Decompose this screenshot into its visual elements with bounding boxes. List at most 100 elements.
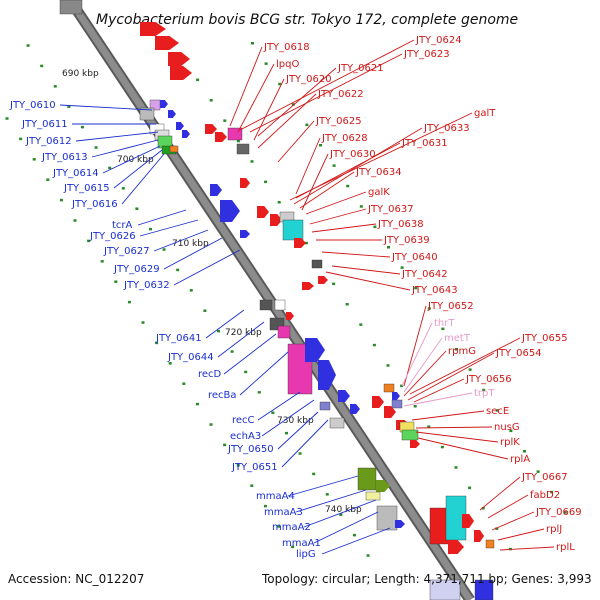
- gene-box: [383, 383, 395, 393]
- tick-dot-3: [305, 123, 309, 127]
- leader-line-left: [239, 351, 289, 396]
- tick-dot-3: [563, 511, 567, 514]
- gene-box: [319, 401, 331, 411]
- right-gene-label: JTY_0624: [415, 35, 462, 46]
- gene-arrow: [372, 396, 384, 408]
- gene-arrow: [257, 206, 269, 218]
- tick-dot-1: [298, 452, 302, 455]
- right-gene-label: JTY_0633: [423, 123, 470, 134]
- right-gene-label: JTY_0642: [401, 269, 448, 280]
- kbp-label: 730 kbp: [277, 416, 314, 426]
- leader-line-left: [163, 237, 223, 270]
- tick-dot-1: [352, 533, 356, 537]
- tick-dot-1: [176, 268, 180, 272]
- tick-dot-0: [182, 382, 186, 385]
- left-gene-label: JTY_0632: [123, 280, 170, 291]
- tick-dot-2: [250, 160, 254, 163]
- leader-line-left: [223, 333, 277, 375]
- leader-line-right: [249, 53, 403, 133]
- gene-arrow: [318, 276, 328, 284]
- tick-dot-3: [373, 225, 377, 229]
- tick-dot-3: [509, 429, 513, 433]
- leader-line-right: [487, 494, 529, 519]
- tick-dot-1: [244, 370, 248, 374]
- leader-line-left: [287, 475, 359, 497]
- right-gene-label: JTY_0654: [495, 348, 542, 359]
- tick-dot-3: [291, 103, 295, 106]
- leader-line-left: [113, 149, 163, 189]
- tick-dot-1: [94, 146, 98, 149]
- gene-box: [429, 579, 461, 600]
- left-gene-label: mmaA4: [256, 491, 295, 502]
- topology-text: Topology: circular; Length: 4,371,711 bp…: [262, 572, 592, 586]
- tick-dot-2: [400, 384, 404, 388]
- left-gene-label: tcrA: [112, 220, 133, 231]
- gene-box: [357, 467, 377, 491]
- gene-arrow: [215, 132, 227, 142]
- right-gene-label: thrT: [434, 318, 455, 329]
- tick-dot-2: [413, 405, 417, 408]
- tick-dot-2: [277, 201, 281, 204]
- leader-line-left: [59, 104, 153, 111]
- leader-line-right: [411, 410, 485, 421]
- right-gene-label: JTY_0669: [535, 507, 582, 518]
- leader-line-left: [173, 249, 241, 286]
- gene-arrow: [305, 338, 325, 362]
- leader-line-right: [401, 322, 433, 387]
- tick-dot-0: [250, 484, 254, 487]
- leader-line-left: [217, 321, 265, 358]
- leader-line-left: [261, 399, 315, 437]
- gene-arrow: [205, 124, 217, 134]
- tick-dot-3: [468, 368, 472, 371]
- right-gene-label: JTY_0655: [521, 333, 568, 344]
- right-gene-label: JTY_0620: [285, 74, 332, 85]
- leader-line-left: [277, 411, 319, 450]
- tick-dot-3: [278, 82, 282, 86]
- right-gene-label: rplA: [510, 454, 530, 465]
- leader-line-right: [407, 352, 495, 401]
- kbp-label: 690 kbp: [62, 69, 99, 79]
- gene-box: [236, 143, 250, 155]
- gene-box: [485, 539, 495, 549]
- left-gene-label: JTY_0629: [113, 264, 160, 275]
- gene-arrow: [286, 312, 294, 320]
- gene-arrow: [384, 406, 396, 418]
- tick-dot-2: [209, 99, 213, 102]
- tick-dot-2: [372, 343, 376, 347]
- gene-arrow: [376, 480, 390, 492]
- left-gene-label: lipG: [296, 549, 316, 560]
- tick-dot-0: [141, 321, 145, 324]
- tick-dot-3: [400, 266, 404, 269]
- left-gene-label: JTY_0610: [9, 100, 56, 111]
- left-gene-label: JTY_0611: [21, 119, 68, 130]
- tick-dot-3: [495, 409, 499, 412]
- leader-line-right: [325, 271, 411, 291]
- tick-dot-0: [127, 300, 131, 304]
- right-gene-label: JTY_0628: [321, 133, 368, 144]
- right-gene-label: JTY_0638: [377, 219, 424, 230]
- gene-box: [169, 145, 179, 153]
- tick-dot-1: [80, 125, 84, 129]
- tick-dot-2: [495, 527, 499, 530]
- tick-dot-0: [195, 402, 199, 406]
- left-gene-label: echA3: [230, 431, 261, 442]
- tick-dot-1: [203, 309, 207, 312]
- tick-dot-1: [148, 227, 152, 231]
- leader-line-right: [257, 93, 317, 149]
- tick-dot-1: [230, 350, 234, 353]
- tick-dot-0: [155, 341, 159, 345]
- tick-dot-1: [162, 248, 166, 251]
- tick-dot-3: [332, 164, 336, 167]
- tick-dot-0: [291, 545, 295, 549]
- left-gene-label: JTY_0615: [63, 183, 110, 194]
- leader-line-right: [417, 437, 509, 460]
- tick-dot-0: [209, 423, 213, 426]
- tick-dot-3: [387, 245, 391, 249]
- tick-dot-1: [271, 411, 275, 414]
- gene-arrow: [170, 66, 192, 80]
- left-gene-label: JTY_0616: [71, 199, 118, 210]
- right-gene-label: metT: [444, 333, 471, 344]
- leader-line-right: [415, 426, 493, 429]
- left-gene-label: JTY_0614: [52, 168, 99, 179]
- gene-arrow: [220, 200, 240, 222]
